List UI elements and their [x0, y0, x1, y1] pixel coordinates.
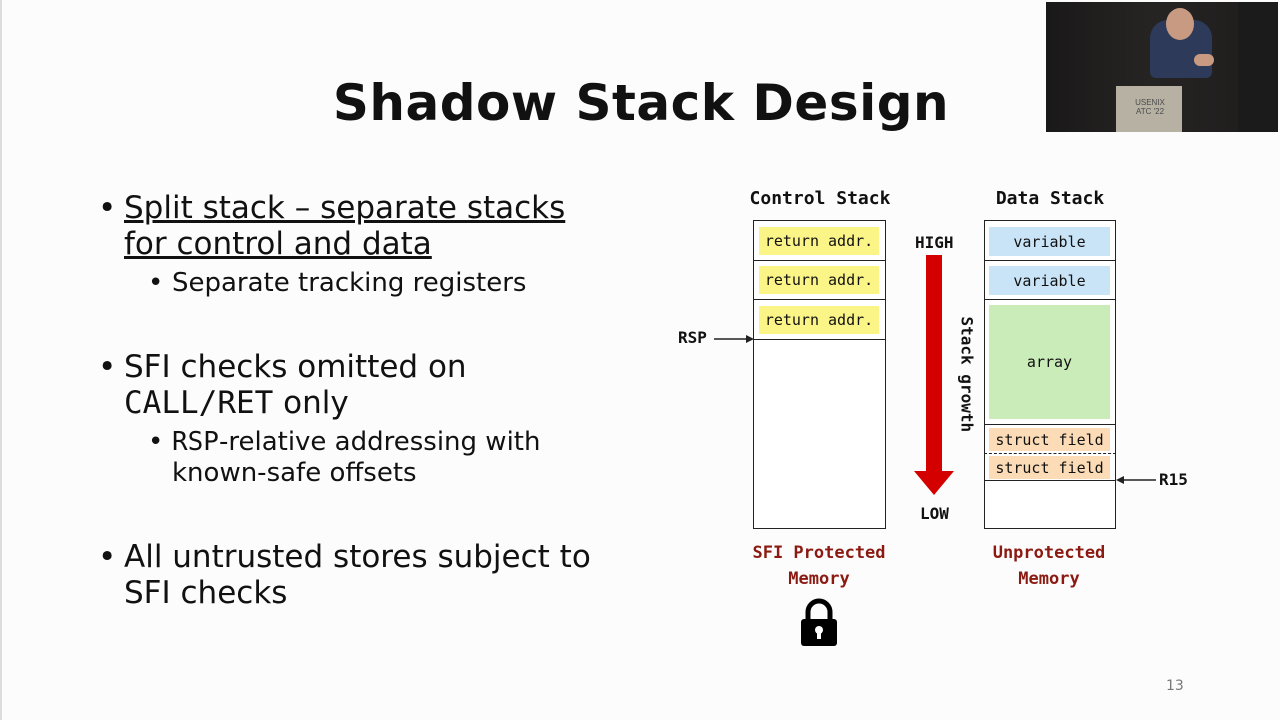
rsp-label: RSP [678, 328, 707, 347]
sub-bullet-rsp-line1: -relative addressing with [218, 427, 541, 457]
podium-sign-line1: USENIX [1135, 98, 1165, 107]
return-addr-cell: return addr. [759, 266, 879, 294]
call-ret-code: CALL/RET [124, 385, 274, 421]
unprotected-label: Unprotected Memory [959, 540, 1139, 592]
lock-icon [801, 598, 837, 646]
bullet-untrusted-line2: SFI checks [124, 575, 288, 611]
high-label: HIGH [915, 233, 954, 252]
low-label: LOW [920, 504, 949, 523]
sub-bullet-rsp-line2: known-safe offsets [172, 458, 417, 488]
bullet-split-stack-line1: Split stack – separate stacks [124, 190, 566, 226]
stack-growth-arrow [914, 255, 954, 495]
control-divider [753, 260, 886, 261]
sfi-protected-line1: SFI Protected [752, 543, 886, 563]
control-divider [753, 339, 886, 340]
sfi-protected-label: SFI Protected Memory [724, 540, 914, 592]
rsp-pointer-arrow [714, 335, 754, 343]
control-stack-title: Control Stack [749, 188, 891, 209]
return-addr-cell: return addr. [759, 227, 879, 255]
data-stack-title: Data Stack [995, 188, 1105, 209]
stack-growth-label: Stack growth [957, 316, 977, 433]
struct-field-cell: struct field [989, 428, 1110, 451]
bullet-sfi-omitted: SFI checks omitted on CALL/RET only [98, 349, 638, 421]
data-dashed-divider [984, 453, 1116, 454]
bullet-split-stack: Split stack – separate stacks for contro… [98, 190, 638, 262]
bullet-untrusted-line1: All untrusted stores subject to [124, 539, 591, 575]
bullet-list: Split stack – separate stacks for contro… [98, 190, 638, 611]
sub-bullet-tracking-registers: Separate tracking registers [148, 268, 638, 299]
data-divider [984, 480, 1116, 481]
speaker-video: USENIX ATC '22 [1046, 2, 1278, 132]
rsp-code: RSP [172, 427, 219, 457]
speaker-hand [1194, 54, 1214, 66]
page-number: 13 [1166, 678, 1184, 694]
data-divider [984, 299, 1116, 300]
data-divider [984, 260, 1116, 261]
struct-field-cell: struct field [989, 456, 1110, 479]
sub-bullet-rsp-relative: RSP-relative addressing with known-safe … [148, 427, 638, 489]
bullet-sfi-omitted-line1: SFI checks omitted on [124, 349, 467, 385]
control-divider [753, 299, 886, 300]
podium-sign: USENIX ATC '22 [1122, 98, 1178, 116]
sfi-protected-line2: Memory [788, 569, 850, 589]
speaker-head [1166, 8, 1194, 40]
bullet-untrusted-stores: All untrusted stores subject to SFI chec… [98, 539, 638, 611]
variable-cell: variable [989, 266, 1110, 295]
unprotected-line1: Unprotected [992, 543, 1106, 563]
bullet-sfi-omitted-tail: only [273, 385, 349, 421]
data-divider [984, 424, 1116, 425]
r15-label: R15 [1159, 470, 1188, 489]
unprotected-line2: Memory [1018, 569, 1080, 589]
slide-title: Shadow Stack Design [332, 74, 950, 132]
r15-pointer-arrow [1116, 476, 1156, 484]
bullet-split-stack-line2: for control and data [124, 226, 432, 262]
podium-sign-line2: ATC '22 [1135, 107, 1165, 116]
return-addr-cell: return addr. [759, 306, 879, 334]
variable-cell: variable [989, 227, 1110, 256]
array-cell: array [989, 305, 1110, 419]
video-curtain [1238, 2, 1278, 132]
podium [1116, 86, 1182, 132]
